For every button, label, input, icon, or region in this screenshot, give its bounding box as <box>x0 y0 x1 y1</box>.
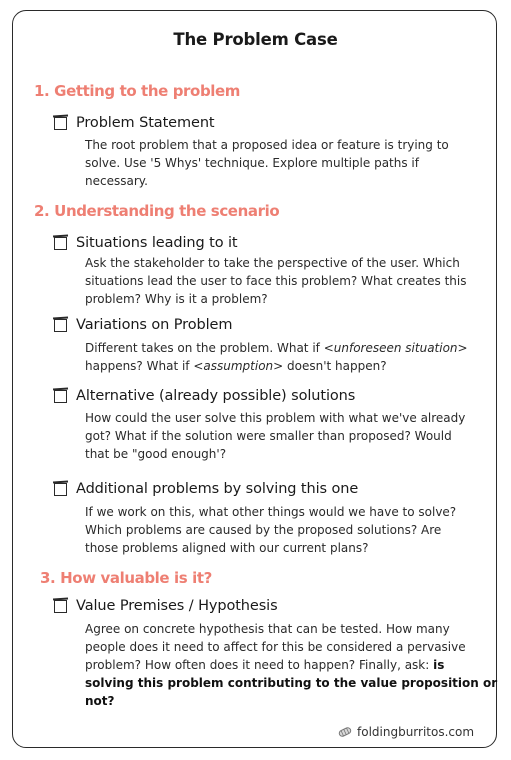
checkbox-icon <box>54 318 67 332</box>
footer: foldingburritos.com <box>338 725 474 739</box>
item-title: Additional problems by solving this one <box>76 481 359 497</box>
item-description: How could the user solve this problem wi… <box>85 411 466 461</box>
item-situations: Situations leading to it <box>54 235 238 251</box>
checkbox-icon <box>54 389 67 403</box>
item-variations: Variations on Problem <box>54 317 232 333</box>
item-description: If we work on this, what other things wo… <box>85 505 457 555</box>
item-description: Different takes on the problem. What if … <box>85 341 468 373</box>
section-heading-2: 2. Understanding the scenario <box>34 202 280 220</box>
section-heading-3: 3. How valuable is it? <box>40 569 212 587</box>
burrito-icon <box>338 726 352 738</box>
checkbox-icon <box>54 236 67 250</box>
card-frame <box>12 10 497 748</box>
footer-link[interactable]: foldingburritos.com <box>357 725 475 739</box>
item-description: The root problem that a proposed idea or… <box>85 138 449 188</box>
item-title: Situations leading to it <box>76 235 238 251</box>
item-problem-statement: Problem Statement <box>54 115 215 131</box>
page-title: The Problem Case <box>173 30 338 49</box>
item-description: Agree on concrete hypothesis that can be… <box>85 622 498 708</box>
checkbox-icon <box>54 116 67 130</box>
item-alternative-solutions: Alternative (already possible) solutions <box>54 388 355 404</box>
section-heading-1: 1. Getting to the problem <box>34 82 241 100</box>
item-title: Variations on Problem <box>76 317 233 333</box>
checkbox-icon <box>54 599 67 613</box>
item-title: Problem Statement <box>76 115 215 131</box>
item-title: Alternative (already possible) solutions <box>76 388 356 404</box>
item-additional-problems: Additional problems by solving this one <box>54 481 358 497</box>
item-description: Ask the stakeholder to take the perspect… <box>85 256 467 306</box>
item-value-premises: Value Premises / Hypothesis <box>54 598 278 614</box>
checkbox-icon <box>54 482 67 496</box>
item-title: Value Premises / Hypothesis <box>76 598 278 614</box>
